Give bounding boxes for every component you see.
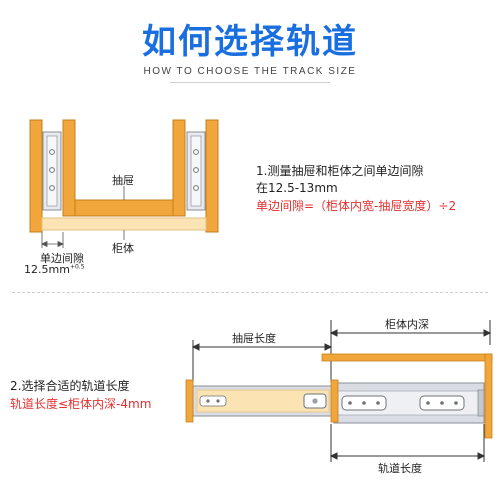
cabinet-left-panel — [29, 119, 43, 233]
step2-formula: 轨道长度≤柜体内深-4mm — [10, 397, 152, 411]
page-subtitle: HOW TO CHOOSE THE TRACK SIZE — [143, 66, 357, 77]
drawer-body — [62, 119, 186, 217]
cabinet-rail — [333, 382, 485, 424]
step1-formula: 单边间隙=（柜体内宽-抽屉宽度）÷2 — [256, 199, 457, 213]
cabinet-bottom-board — [41, 217, 207, 231]
cabinet-label: 柜体 — [112, 242, 134, 255]
gap-tolerance: +0.5 — [69, 263, 85, 271]
left-rail — [42, 131, 62, 211]
step1-range: 在12.5-13mm — [256, 181, 338, 195]
drawer-label: 抽屉 — [112, 174, 134, 187]
section-divider — [12, 292, 488, 293]
cabinet-depth-dimension — [329, 320, 492, 345]
cabinet-depth-label: 柜体内深 — [385, 318, 429, 331]
drawer-back-panel — [330, 379, 339, 423]
subtitle-divider — [170, 82, 330, 83]
rail-length-dimension — [329, 424, 486, 462]
step1-title: 1.测量抽屉和柜体之间单边间隙 — [256, 164, 424, 178]
cabinet-right-panel — [205, 119, 219, 233]
page-title: 如何选择轨道 — [142, 22, 358, 62]
gap-value: 12.5mm+0.5 — [24, 263, 85, 276]
right-rail — [186, 131, 206, 211]
drawer-length-label: 抽屉长度 — [232, 332, 276, 345]
drawer-rail — [192, 385, 334, 417]
step2-title: 2.选择合适的轨道长度 — [10, 379, 130, 393]
drawer-length-dimension — [191, 340, 333, 382]
drawer-front-panel — [185, 379, 194, 423]
gap-label: 单边间隙 — [40, 252, 84, 265]
rail-length-label: 轨道长度 — [378, 462, 422, 475]
gap-dimension — [41, 232, 64, 248]
cabinet-frame — [321, 353, 493, 439]
